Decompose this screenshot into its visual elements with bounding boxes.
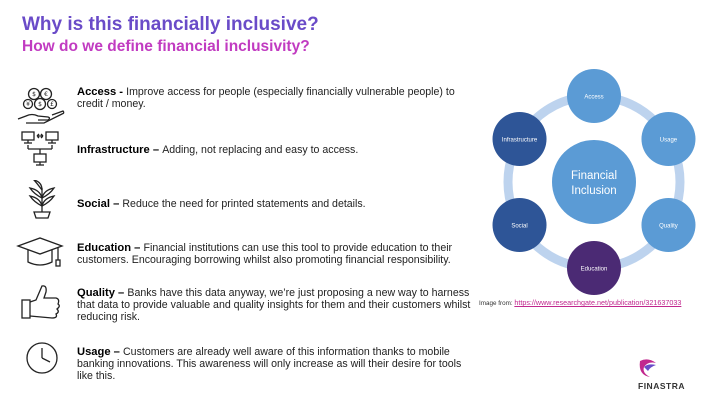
diagram-node-label: Social: [511, 224, 527, 230]
item-social-text: Reduce the need for printed statements a…: [122, 198, 366, 210]
svg-text:¥: ¥: [26, 101, 30, 108]
item-infrastructure-label: Infrastructure –: [77, 144, 163, 156]
diagram-node-education: [567, 241, 621, 295]
diagram-node-usage: [641, 112, 696, 166]
diagram-node-access: [567, 69, 621, 123]
item-quality-text: Banks have this data anyway, we’re just …: [77, 287, 471, 323]
item-quality-label: Quality –: [77, 287, 128, 299]
item-infrastructure: Infrastructure – Adding, not replacing a…: [10, 130, 470, 170]
item-access-label: Access -: [77, 86, 127, 98]
diagram-node-infrastructure: [492, 112, 547, 166]
diagram-center-circle: [552, 140, 636, 224]
diagram-center-label: Financial: [571, 170, 617, 182]
item-usage-text: Customers are already well aware of this…: [77, 346, 462, 382]
finastra-logo-icon: [639, 359, 656, 377]
money-hand-icon: $€$ ¥£: [17, 87, 65, 124]
thumbs-up-icon: [21, 285, 60, 319]
item-education-text: Financial institutions can use this tool…: [77, 242, 453, 266]
item-usage-label: Usage –: [77, 346, 124, 358]
item-usage: Usage – Customers are already well aware…: [10, 338, 470, 382]
clock-icon: [26, 342, 58, 374]
item-access-text: Improve access for people (especially fi…: [77, 86, 455, 110]
svg-text:€: €: [44, 91, 48, 98]
item-infrastructure-text: Adding, not replacing and easy to access…: [162, 144, 359, 156]
diagram-node-label: Usage: [660, 138, 678, 144]
finastra-logo-text: FINASTRA: [638, 381, 685, 391]
item-quality: Quality – Banks have this data anyway, w…: [10, 282, 471, 323]
diagram-node-label: Education: [581, 267, 608, 273]
plant-icon: [28, 180, 56, 219]
svg-text:£: £: [50, 101, 54, 108]
svg-text:$: $: [32, 91, 36, 98]
diagram-node-label: Infrastructure: [502, 138, 538, 144]
diagram-node-social: [492, 198, 547, 252]
diagram-node-quality: [641, 198, 696, 252]
svg-text:$: $: [38, 101, 42, 108]
item-social: Social – Reduce the need for printed sta…: [10, 180, 470, 220]
graduation-cap-icon: [16, 237, 64, 267]
item-education: Education – Financial institutions can u…: [10, 234, 470, 274]
item-social-label: Social –: [77, 198, 123, 210]
slide-title: Why is this financially inclusive?: [22, 14, 319, 35]
diagram-center-label: Inclusion: [571, 185, 616, 197]
source-prefix: Image from:: [479, 300, 515, 307]
diagram-node-label: Access: [584, 95, 603, 101]
image-source: Image from: https://www.researchgate.net…: [479, 298, 681, 307]
item-education-label: Education –: [77, 242, 144, 254]
slide-subtitle: How do we define financial inclusivity?: [22, 38, 310, 55]
diagram-node-label: Quality: [659, 224, 678, 230]
source-link[interactable]: https://www.researchgate.net/publication…: [514, 298, 682, 307]
item-access: $€$ ¥£ Access - Improve access for peopl…: [10, 86, 470, 126]
finastra-logo: FINASTRA: [632, 357, 712, 395]
network-icon: [21, 131, 59, 166]
